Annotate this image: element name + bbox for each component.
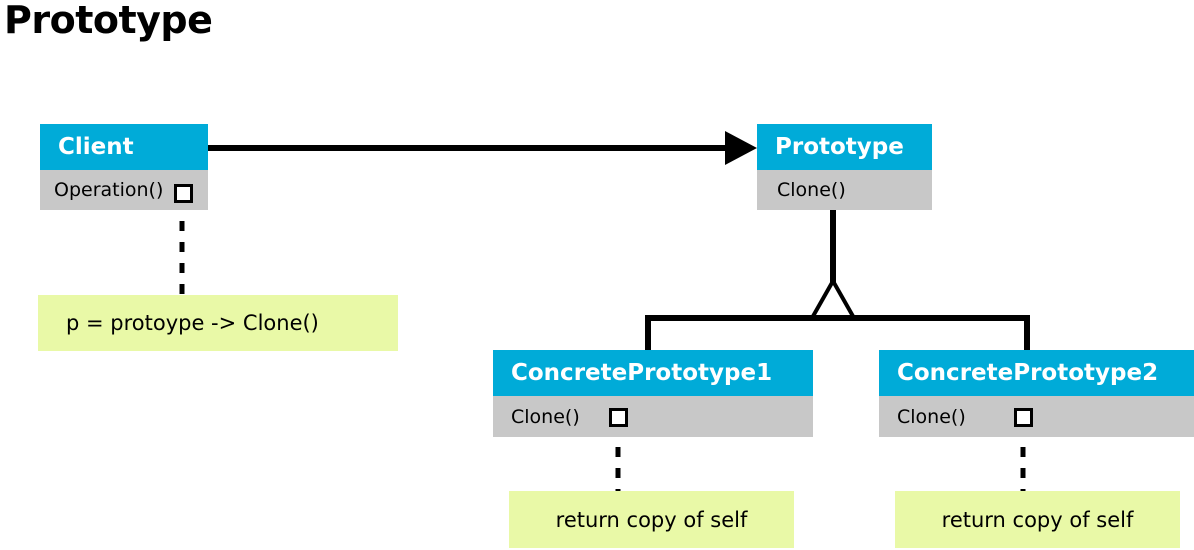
association-arrowhead-icon (725, 131, 757, 165)
note-anchor-concreteprototype2[interactable] (1014, 408, 1033, 427)
note-concreteprototype2[interactable]: return copy of self (895, 491, 1180, 548)
note-concreteprototype1[interactable]: return copy of self (509, 491, 794, 548)
note-concreteprototype2-text: return copy of self (941, 507, 1134, 532)
note-client[interactable]: p = protoype -> Clone() (38, 295, 398, 351)
class-name-concreteprototype2: ConcretePrototype2 (879, 350, 1194, 396)
page-title: Prototype (4, 0, 213, 42)
class-name-client: Client (40, 124, 208, 170)
class-member-concreteprototype2-clone: Clone() (879, 396, 1194, 437)
note-anchor-concreteprototype1[interactable] (609, 408, 628, 427)
class-member-concreteprototype1-clone: Clone() (493, 396, 813, 437)
class-box-prototype[interactable]: Prototype Clone() (757, 124, 932, 210)
class-box-concreteprototype2[interactable]: ConcretePrototype2 Clone() (879, 350, 1194, 437)
class-box-client[interactable]: Client Operation() (40, 124, 208, 210)
note-concreteprototype1-text: return copy of self (555, 507, 748, 532)
class-name-prototype: Prototype (757, 124, 932, 170)
class-member-prototype-clone: Clone() (757, 170, 932, 210)
inheritance-triangle-icon (808, 276, 858, 320)
class-box-concreteprototype1[interactable]: ConcretePrototype1 Clone() (493, 350, 813, 437)
class-name-concreteprototype1: ConcretePrototype1 (493, 350, 813, 396)
note-anchor-client[interactable] (174, 184, 193, 203)
note-client-text: p = protoype -> Clone() (66, 311, 319, 335)
